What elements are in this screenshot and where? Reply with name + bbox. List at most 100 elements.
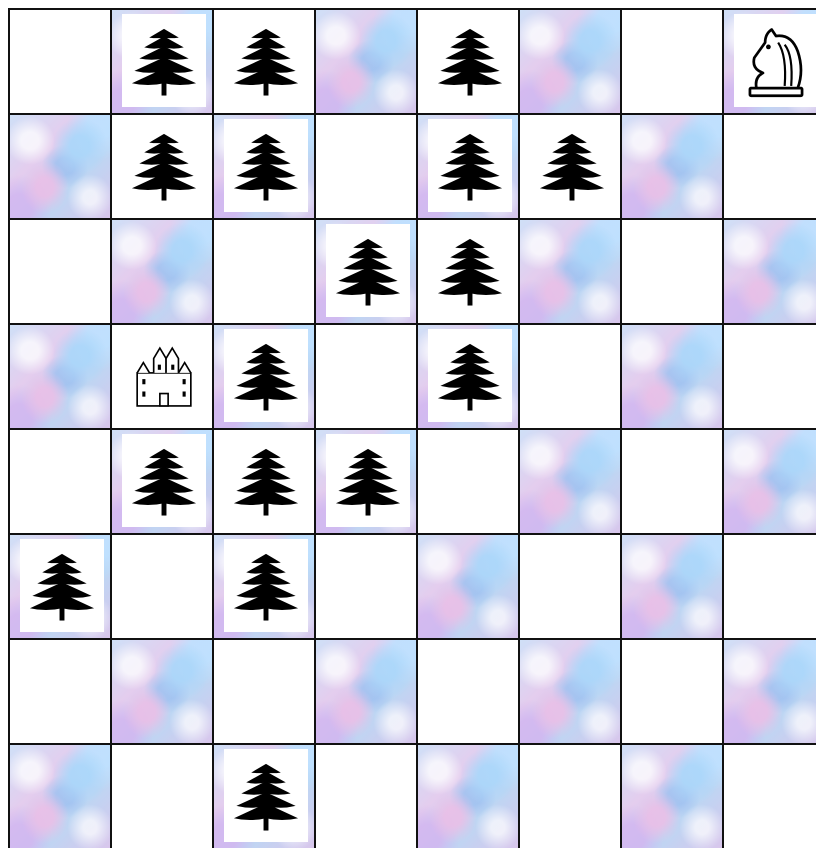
board-square[interactable] (8, 533, 110, 638)
board-square[interactable] (212, 533, 314, 638)
board-square[interactable] (722, 638, 816, 743)
board-square[interactable] (722, 533, 816, 638)
board-square[interactable] (416, 533, 518, 638)
board-square[interactable] (722, 113, 816, 218)
board-square[interactable] (8, 8, 110, 113)
board-square[interactable] (722, 8, 816, 113)
pine-tree-icon (433, 234, 507, 308)
board-square[interactable] (416, 323, 518, 428)
board-square[interactable] (722, 218, 816, 323)
board-square[interactable] (212, 8, 314, 113)
board-square[interactable] (314, 113, 416, 218)
pine-tree-icon (229, 339, 303, 413)
piece-tile (122, 329, 206, 422)
castle-icon[interactable] (133, 344, 195, 408)
board-square[interactable] (722, 323, 816, 428)
board-square[interactable] (620, 113, 722, 218)
board-square[interactable] (518, 638, 620, 743)
board-square[interactable] (518, 743, 620, 848)
board-square[interactable] (110, 638, 212, 743)
pine-tree-icon (433, 129, 507, 203)
board-square[interactable] (212, 638, 314, 743)
board-square[interactable] (110, 8, 212, 113)
board-square[interactable] (518, 113, 620, 218)
board-square[interactable] (416, 638, 518, 743)
board-square[interactable] (8, 323, 110, 428)
pine-tree-icon (535, 129, 609, 203)
board-square[interactable] (314, 428, 416, 533)
pine-tree-icon (331, 444, 405, 518)
board-square[interactable] (110, 533, 212, 638)
board-square[interactable] (110, 218, 212, 323)
piece-tile (224, 14, 308, 107)
piece-tile (224, 539, 308, 632)
board-square[interactable] (620, 533, 722, 638)
board-square[interactable] (314, 743, 416, 848)
piece-tile (122, 14, 206, 107)
board-square[interactable] (518, 428, 620, 533)
board-square[interactable] (314, 323, 416, 428)
board-square[interactable] (620, 743, 722, 848)
piece-tile (326, 224, 410, 317)
board-square[interactable] (620, 428, 722, 533)
piece-tile (428, 119, 512, 212)
board-square[interactable] (110, 743, 212, 848)
board-square[interactable] (8, 218, 110, 323)
piece-tile (122, 434, 206, 527)
piece-tile (326, 434, 410, 527)
pine-tree-icon (127, 129, 201, 203)
pine-tree-icon (433, 24, 507, 98)
board-square[interactable] (212, 218, 314, 323)
board-square[interactable] (722, 743, 816, 848)
board-square[interactable] (620, 323, 722, 428)
board-square[interactable] (212, 428, 314, 533)
pine-tree-icon (229, 759, 303, 833)
piece-tile (224, 329, 308, 422)
board-square[interactable] (620, 8, 722, 113)
board-square[interactable] (416, 113, 518, 218)
piece-tile (20, 539, 104, 632)
piece-tile (428, 14, 512, 107)
pine-tree-icon (331, 234, 405, 308)
pine-tree-icon (127, 444, 201, 518)
board-square[interactable] (314, 638, 416, 743)
board-square[interactable] (314, 218, 416, 323)
board-square[interactable] (416, 8, 518, 113)
board-square[interactable] (110, 428, 212, 533)
board-square[interactable] (212, 323, 314, 428)
pine-tree-icon (433, 339, 507, 413)
board-square[interactable] (518, 8, 620, 113)
board-square[interactable] (518, 218, 620, 323)
board-square[interactable] (110, 323, 212, 428)
board-square[interactable] (8, 428, 110, 533)
pine-tree-icon (229, 129, 303, 203)
piece-tile (122, 119, 206, 212)
board-square[interactable] (314, 8, 416, 113)
board-square[interactable] (518, 323, 620, 428)
board-square[interactable] (722, 428, 816, 533)
board-square[interactable] (212, 743, 314, 848)
piece-tile (224, 119, 308, 212)
piece-tile (224, 749, 308, 842)
piece-tile (224, 434, 308, 527)
board-square[interactable] (416, 428, 518, 533)
board-square[interactable] (620, 638, 722, 743)
piece-tile (734, 14, 816, 107)
board-square[interactable] (110, 113, 212, 218)
board-square[interactable] (620, 218, 722, 323)
chess-knight-icon[interactable] (743, 23, 809, 99)
board-square[interactable] (8, 638, 110, 743)
pine-tree-icon (229, 549, 303, 623)
board-square[interactable] (314, 533, 416, 638)
board-square[interactable] (8, 743, 110, 848)
piece-tile (428, 224, 512, 317)
board-square[interactable] (518, 533, 620, 638)
piece-tile (428, 329, 512, 422)
pine-tree-icon (127, 24, 201, 98)
board-square[interactable] (416, 218, 518, 323)
pine-tree-icon (229, 24, 303, 98)
board-square[interactable] (8, 113, 110, 218)
pine-tree-icon (229, 444, 303, 518)
board-square[interactable] (416, 743, 518, 848)
board-square[interactable] (212, 113, 314, 218)
